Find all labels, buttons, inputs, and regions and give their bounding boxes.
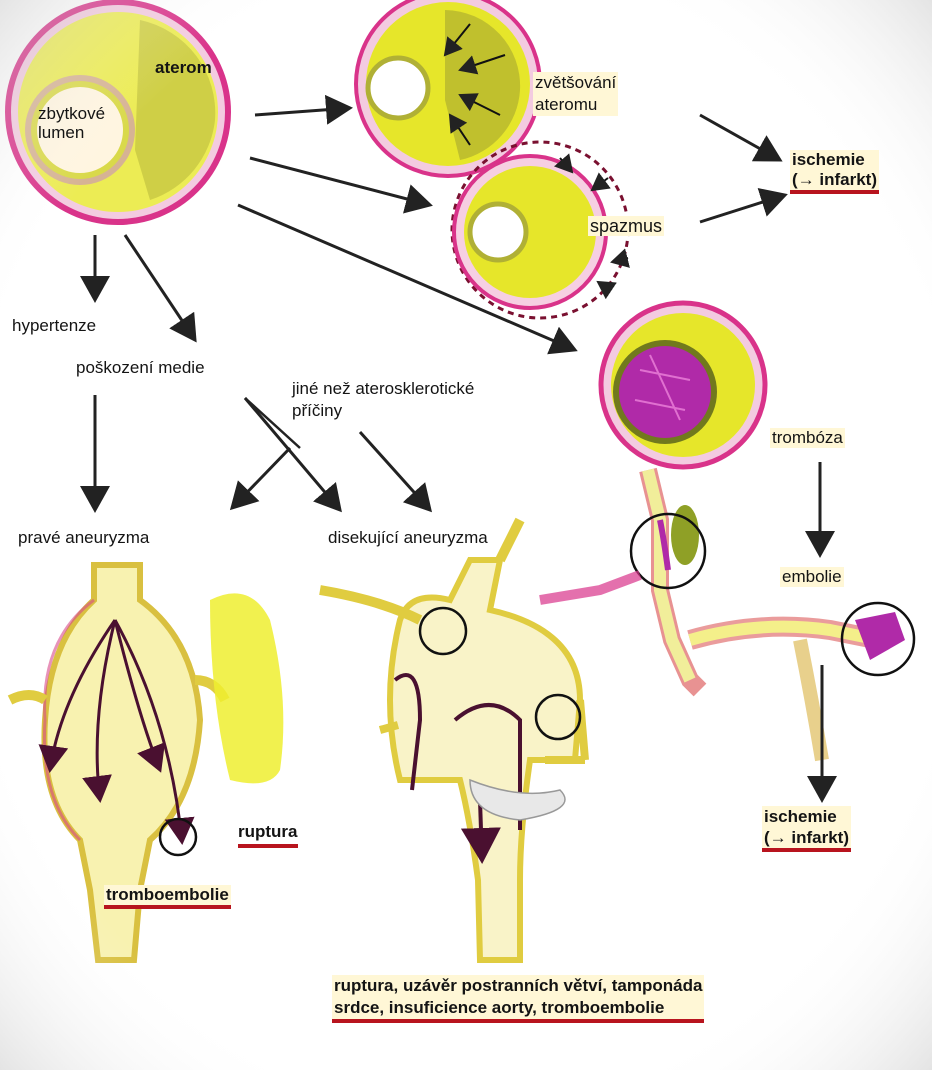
dissecting-aneurysm-drawing: [320, 520, 640, 960]
label-ischemie-bottom: ischemie (→ infarkt): [762, 806, 851, 852]
label-prave-aneuryzma: pravé aneuryzma: [18, 528, 149, 548]
label-jine-nez-aterosklerotick: jiné než aterosklerotické příčiny: [292, 378, 474, 422]
enlarging-atheroma-vessel: [356, 0, 540, 176]
label-tromboembolie: tromboembolie: [104, 885, 231, 909]
label-aterom: aterom: [155, 58, 212, 78]
artery-with-thrombus: [631, 470, 914, 760]
label-embolie: embolie: [780, 567, 844, 587]
label-bottom-outcomes: ruptura, uzávěr postranních větví, tampo…: [332, 975, 704, 1023]
label-hypertenze: hypertenze: [12, 316, 96, 336]
label-ruptura: ruptura: [238, 822, 298, 848]
thrombosis-vessel: [601, 303, 765, 467]
label-tromboza: trombóza: [770, 428, 845, 448]
label-ischemie-top: ischemie (→ infarkt): [790, 150, 879, 194]
label-spazmus: spazmus: [588, 216, 664, 236]
label-zbytkove-lumen: zbytkové lumen: [38, 104, 105, 142]
label-disekujici-aneuryzma: disekující aneuryzma: [328, 528, 488, 548]
label-poskozeni-medie: poškození medie: [76, 358, 205, 378]
label-zvetsovani-ateromu: zvětšování ateromu: [533, 72, 618, 116]
